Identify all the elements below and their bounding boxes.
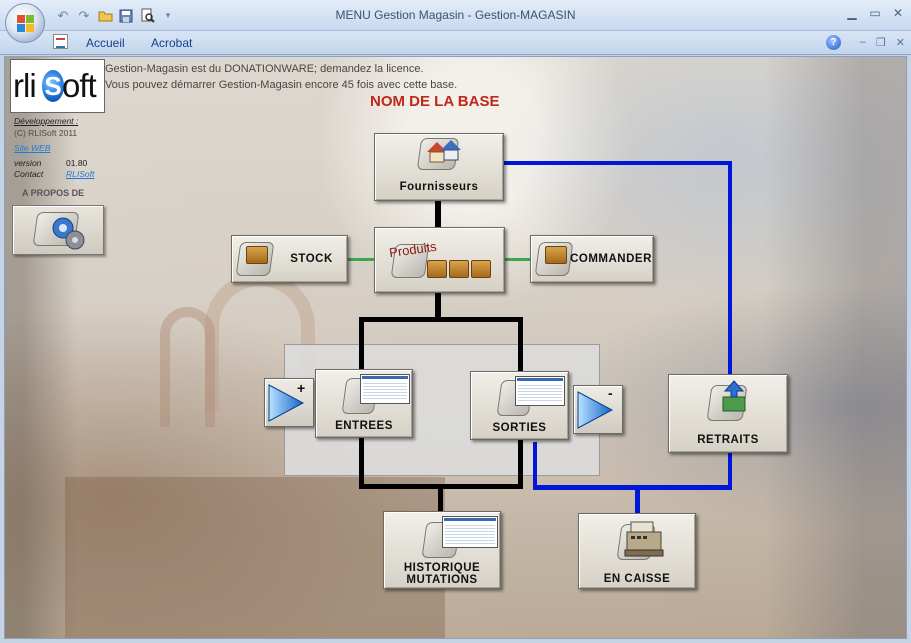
undo-icon[interactable]: ↶ (57, 7, 69, 23)
minus-arrow-button[interactable]: - (573, 385, 623, 434)
historique-mutations-button[interactable]: HISTORIQUE MUTATIONS (383, 511, 501, 589)
connector-line (728, 453, 732, 487)
left-panel: rli S oft Développement : (C) RLISoft 20… (8, 57, 105, 257)
quick-access-toolbar: ↶ ↷ ▾ (54, 7, 177, 24)
database-name: NOM DE LA BASE (370, 93, 500, 110)
gear-icon (52, 217, 85, 250)
window-title: MENU Gestion Magasin - Gestion-MAGASIN (335, 8, 576, 22)
arrow-right-icon (268, 384, 305, 422)
connector-line (533, 442, 537, 488)
contact-label: Contact (14, 169, 44, 179)
notice-line-2: Vous pouvez démarrer Gestion-Magasin enc… (105, 79, 458, 91)
tab-accueil[interactable]: Accueil (86, 36, 125, 50)
ribbon: Accueil Acrobat ? – ❐ ✕ (0, 31, 911, 55)
commander-label: COMMANDER (570, 253, 652, 265)
box-icon (427, 260, 447, 278)
houses-icon (427, 140, 461, 163)
about-label: A PROPOS DE (22, 188, 85, 198)
connector-line (533, 485, 732, 490)
entrees-button[interactable]: ENTREES (315, 369, 413, 438)
connector-line (348, 258, 376, 261)
fournisseurs-label: Fournisseurs (399, 181, 479, 193)
office-logo-icon (17, 15, 34, 32)
entrees-label: ENTREES (335, 420, 393, 432)
close-icon[interactable]: ✕ (892, 6, 904, 20)
screen-icon (515, 376, 565, 406)
redo-icon[interactable]: ↷ (78, 7, 90, 23)
sorties-label: SORTIES (492, 422, 547, 434)
produits-button[interactable]: Produits (374, 227, 505, 293)
version-value: 01.80 (66, 158, 88, 168)
plus-arrow-button[interactable]: + (264, 378, 314, 427)
connector-line (503, 161, 732, 165)
sorties-button[interactable]: SORTIES (470, 371, 569, 440)
retraits-button[interactable]: RETRAITS (668, 374, 788, 453)
stock-label: STOCK (290, 253, 333, 265)
customize-arrow-icon[interactable]: ▾ (165, 10, 171, 20)
print-preview-icon[interactable] (138, 7, 156, 24)
produits-label: Produits (388, 238, 438, 261)
stock-button[interactable]: STOCK (231, 235, 348, 283)
version-label: version (14, 158, 42, 168)
connector-line (505, 258, 530, 261)
site-link[interactable]: Site WEB (14, 143, 51, 153)
help-icon[interactable]: ? (826, 35, 841, 50)
ground-shape (65, 477, 445, 638)
dev-label: Développement : (14, 116, 79, 126)
main-form: rli S oft Développement : (C) RLISoft 20… (4, 56, 907, 639)
form-icon (53, 34, 68, 49)
connector-line (435, 201, 441, 227)
connector-line (728, 161, 732, 374)
open-folder-icon[interactable] (96, 7, 114, 24)
mutations-label: MUTATIONS (406, 574, 478, 586)
ribbon-window-controls: – ❐ ✕ (860, 36, 905, 49)
maximize-icon[interactable]: ▭ (869, 6, 881, 20)
plus-sign: + (297, 380, 306, 396)
withdraw-icon (722, 380, 746, 412)
screen-icon (442, 516, 498, 548)
box-icon (471, 260, 491, 278)
arrow-right-icon (577, 391, 614, 429)
connector-line (635, 487, 640, 513)
en-caisse-label: EN CAISSE (603, 573, 671, 585)
restore-icon[interactable]: ❐ (875, 37, 886, 49)
rlisoft-logo: rli S oft (10, 59, 105, 113)
box-icon (449, 260, 469, 278)
box-icon (545, 246, 567, 264)
title-bar: ↶ ↷ ▾ MENU Gestion Magasin - Gestion-MAG… (0, 0, 911, 31)
contact-link[interactable]: RLISoft (66, 169, 95, 179)
office-button[interactable] (5, 3, 45, 43)
copyright: (C) RLISoft 2011 (14, 128, 78, 138)
arch-shape (160, 307, 215, 427)
minimize-icon[interactable]: ▁ (847, 6, 857, 20)
cash-register-icon (624, 521, 664, 557)
window-controls: ▁ ▭ ✕ (845, 6, 905, 20)
save-icon[interactable] (117, 7, 135, 24)
connector-line (438, 489, 443, 511)
logo-text-right: oft (62, 67, 97, 104)
fournisseurs-button[interactable]: Fournisseurs (374, 133, 504, 201)
historique-label: HISTORIQUE (403, 562, 481, 574)
minimize-icon[interactable]: – (859, 36, 866, 48)
en-caisse-button[interactable]: EN CAISSE (578, 513, 696, 589)
minus-sign: - (608, 385, 613, 401)
logo-text-left: rli (13, 67, 37, 104)
commander-button[interactable]: COMMANDER (530, 235, 654, 283)
tab-acrobat[interactable]: Acrobat (151, 36, 193, 50)
notice-line-1: Gestion-Magasin est du DONATIONWARE; dem… (105, 63, 424, 75)
screen-icon (360, 374, 410, 404)
connector-line (435, 293, 441, 317)
retraits-label: RETRAITS (697, 434, 759, 446)
box-icon (246, 246, 268, 264)
close-icon[interactable]: ✕ (895, 37, 905, 49)
about-button[interactable] (12, 205, 104, 255)
logo-text-mid: S (42, 70, 64, 102)
